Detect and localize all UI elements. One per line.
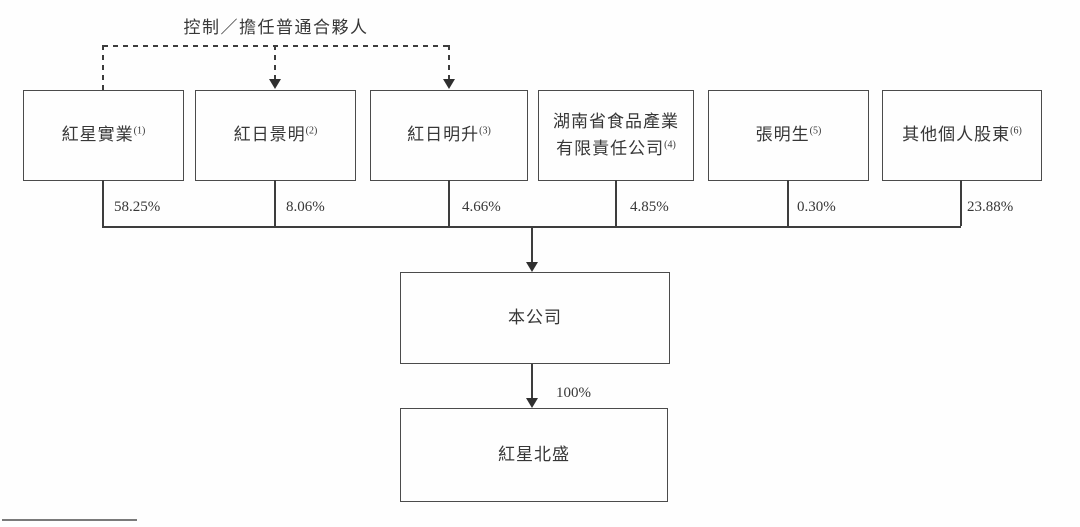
connector-shareholder-1 — [102, 180, 104, 226]
connector-bus-to-company — [531, 226, 533, 263]
company-name: 本公司 — [508, 307, 562, 327]
control-dashed-line-to-shareholder-3 — [448, 45, 450, 79]
ownership-percent-2: 8.06% — [286, 199, 325, 215]
subsidiary-box: 紅星北盛 — [400, 408, 668, 502]
connector-shareholder-5 — [787, 180, 789, 226]
company-box: 本公司 — [400, 272, 670, 364]
ownership-percent-3: 4.66% — [462, 199, 501, 215]
connector-shareholder-3 — [448, 180, 450, 226]
connector-shareholder-4 — [615, 180, 617, 226]
control-relationship-label: 控制／擔任普通合夥人 — [183, 18, 369, 37]
ownership-percent-5: 0.30% — [797, 199, 836, 215]
arrowhead-to-shareholder-3 — [443, 79, 455, 89]
footnote-ref: (5) — [809, 125, 822, 137]
subsidiary-ownership-percent: 100% — [556, 385, 591, 401]
shareholder-box-hunan-food-industry: 湖南省食品產業有限責任公司(4) — [538, 90, 694, 181]
shareholder-box-hongri-jingming: 紅日景明(2) — [195, 90, 356, 181]
shareholder-box-hongxing-shiye: 紅星實業(1) — [23, 90, 184, 181]
footnote-ref: (2) — [305, 125, 318, 137]
ownership-percent-1: 58.25% — [114, 199, 161, 215]
shareholder-name: 張明生(5) — [755, 125, 822, 145]
connector-shareholder-6 — [960, 180, 962, 226]
subsidiary-name: 紅星北盛 — [498, 444, 570, 464]
control-dashed-line-from-shareholder-1 — [102, 45, 104, 90]
shareholder-name: 其他個人股東(6) — [902, 125, 1022, 145]
shareholder-name: 紅星實業(1) — [61, 125, 146, 145]
shareholder-name: 紅日景明(2) — [233, 125, 318, 145]
ownership-percent-6: 23.88% — [967, 199, 1014, 215]
arrowhead-to-company — [526, 262, 538, 272]
ownership-percent-4: 4.85% — [630, 199, 669, 215]
arrowhead-to-subsidiary — [526, 398, 538, 408]
footnote-divider — [2, 519, 137, 521]
connector-company-to-subsidiary — [531, 364, 533, 399]
shareholder-box-zhang-mingsheng: 張明生(5) — [708, 90, 869, 181]
shareholder-box-other-individual-shareholders: 其他個人股東(6) — [882, 90, 1042, 181]
shareholder-box-hongri-mingsheng: 紅日明升(3) — [370, 90, 528, 181]
control-dashed-line-to-shareholder-2 — [274, 45, 276, 79]
shareholder-name: 紅日明升(3) — [407, 125, 491, 145]
footnote-ref: (4) — [664, 138, 676, 150]
footnote-ref: (1) — [133, 125, 146, 137]
control-dashed-line-horizontal — [103, 45, 450, 47]
shareholder-name: 湖南省食品產業有限責任公司(4) — [553, 112, 679, 158]
arrowhead-to-shareholder-2 — [269, 79, 281, 89]
connector-shareholder-2 — [274, 180, 276, 226]
footnote-ref: (3) — [479, 125, 491, 137]
footnote-ref: (6) — [1010, 125, 1022, 137]
